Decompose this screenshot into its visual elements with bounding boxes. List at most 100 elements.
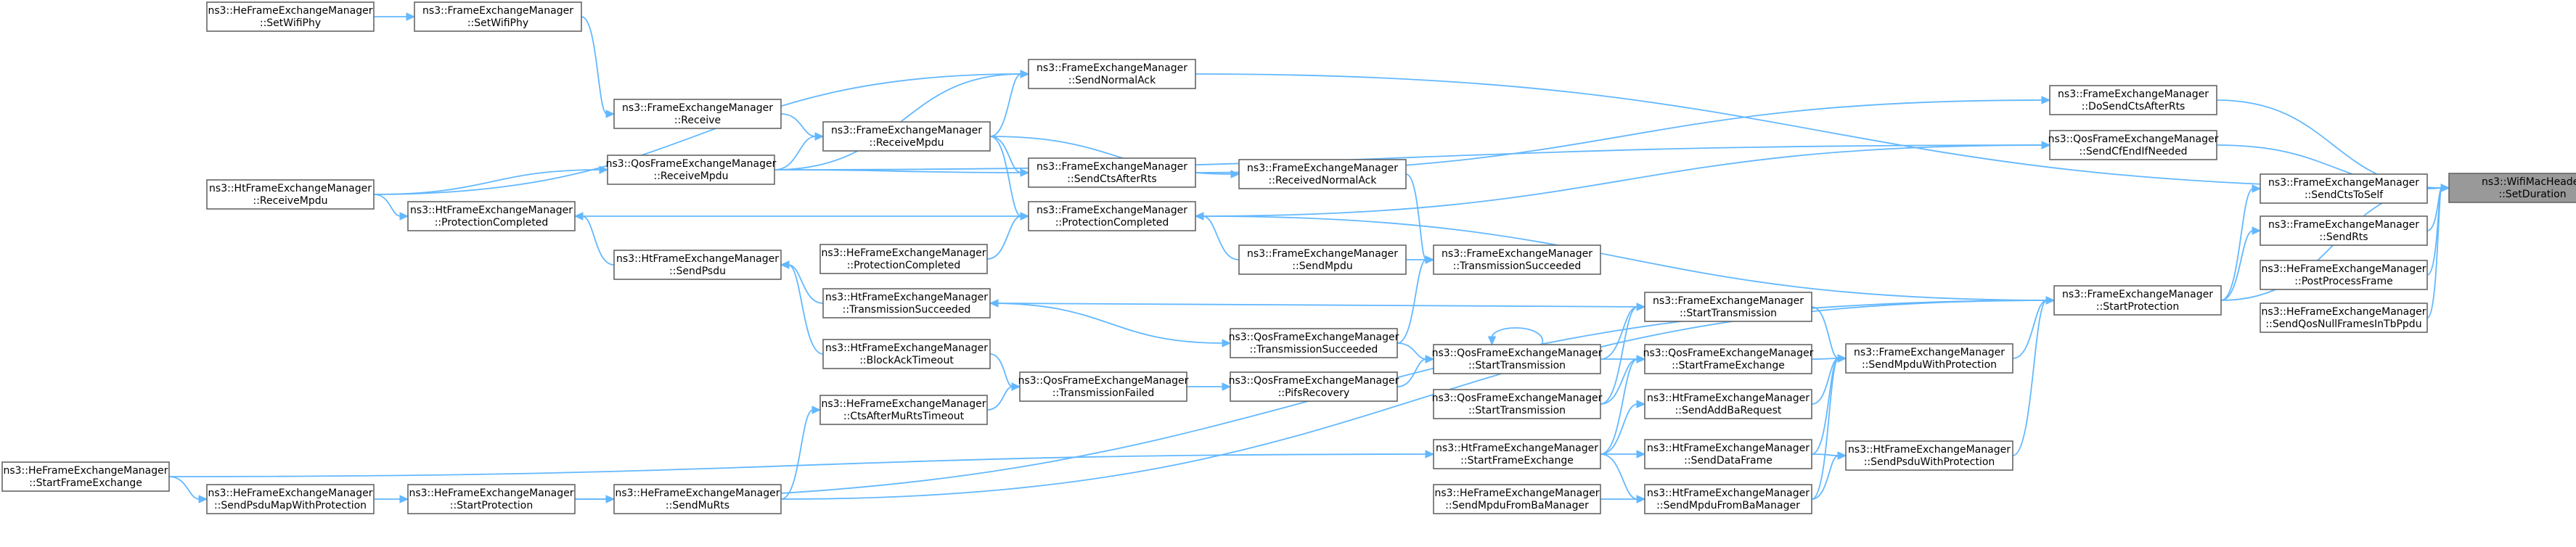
node-ht_blockacktimeout[interactable]: ns3::HtFrameExchangeManager::BlockAckTim… [822, 339, 991, 369]
node-label-line2: ::SetWifiPhy [260, 17, 321, 29]
node-box [613, 250, 782, 280]
node-qos_receivempdu[interactable]: ns3::QosFrameExchangeManager::ReceiveMpd… [606, 155, 777, 185]
node-ht_transmissionsucceeded[interactable]: ns3::HtFrameExchangeManager::Transmissio… [822, 288, 991, 318]
node-box [2053, 285, 2222, 316]
node-fem_receivempdu[interactable]: ns3::FrameExchangeManager::ReceiveMpdu [822, 121, 991, 152]
node-label-line2: ::PifsRecovery [1278, 387, 1350, 399]
call-edge-he_sendmpdufrombamanager-to-ht_sendmpdufrombamanager [1600, 495, 1646, 503]
node-label-line2: ::StartTransmission [1680, 308, 1777, 319]
node-box [1238, 159, 1407, 189]
node-box [1433, 244, 1601, 275]
node-label-line1: ns3::HeFrameExchangeManager [208, 488, 372, 499]
node-box [822, 288, 991, 318]
node-fem_starttransmission[interactable]: ns3::FrameExchangeManager::StartTransmis… [1644, 292, 1812, 322]
call-edge-he_sendpsdumapwithprotection-to-he_startprotection [373, 495, 409, 503]
node-he_sendqosnull[interactable]: ns3::HeFrameExchangeManager::SendQosNull… [2260, 303, 2428, 333]
node-label-line2: ::SendMpdu [1292, 260, 1352, 272]
node-qos_startframeexchange[interactable]: ns3::QosFrameExchangeManager::StartFrame… [1643, 344, 1814, 374]
node-he_startprotection[interactable]: ns3::HeFrameExchangeManager::StartProtec… [407, 484, 576, 514]
node-box [1644, 389, 1812, 419]
node-label-line1: ns3::QosFrameExchangeManager [606, 158, 777, 170]
node-fem_transmissionsucceeded[interactable]: ns3::FrameExchangeManager::TransmissionS… [1433, 244, 1601, 275]
call-edge-qos_transmissionsucceeded-to-fem_transmissionsucceeded [1397, 255, 1435, 344]
node-he_ctsaftermurtstimeout[interactable]: ns3::HeFrameExchangeManager::CtsAfterMuR… [819, 395, 988, 425]
node-he_sendpsdumapwithprotection[interactable]: ns3::HeFrameExchangeManager::SendPsduMap… [206, 484, 375, 514]
node-qos_sendcfendifneeded[interactable]: ns3::QosFrameExchangeManager::SendCfEndI… [2048, 130, 2219, 160]
node-startprotection[interactable]: ns3::FrameExchangeManager::StartProtecti… [2053, 285, 2222, 316]
node-qos_transmissionfailed[interactable]: ns3::QosFrameExchangeManager::Transmissi… [1018, 371, 1189, 402]
node-label-line1: ns3::HeFrameExchangeManager [821, 398, 986, 410]
node-label-line1: ns3::QosFrameExchangeManager [1229, 375, 1399, 387]
node-box [1845, 343, 2013, 374]
node-label-line2: ::SendMpduFromBaManager [1656, 500, 1800, 511]
node-he_startframeexchange_left[interactable]: ns3::HeFrameExchangeManager::StartFrameE… [1, 461, 170, 492]
node-fem_setwifiphy[interactable]: ns3::FrameExchangeManager::SetWifiPhy [414, 1, 582, 32]
node-ht_senddataframe[interactable]: ns3::HtFrameExchangeManager::SendDataFra… [1644, 439, 1812, 469]
node-sendmpduwithprotection[interactable]: ns3::FrameExchangeManager::SendMpduWithP… [1845, 343, 2013, 374]
node-box [1230, 371, 1398, 402]
node-ht_receivempdu[interactable]: ns3::HtFrameExchangeManager::ReceiveMpdu [206, 179, 375, 210]
node-label-line2: ::Receive [674, 115, 721, 126]
node-label-line1: ns3::FrameExchangeManager [1036, 205, 1187, 216]
node-ht_sendmpdufrombamanager[interactable]: ns3::HtFrameExchangeManager::SendMpduFro… [1644, 484, 1812, 514]
node-sendctsafterrts[interactable]: ns3::FrameExchangeManager::SendCtsAfterR… [1028, 157, 1196, 188]
node-label-line2: ::TransmissionSucceeded [843, 304, 971, 316]
node-label-line1: ns3::FrameExchangeManager [831, 125, 982, 136]
call-edge-ht_startframeexchange-to-ht_senddataframe [1600, 450, 1646, 458]
node-label-line2: ::PostProcessFrame [2294, 276, 2392, 287]
node-he_sendmpdufrombamanager[interactable]: ns3::HeFrameExchangeManager::SendMpduFro… [1433, 484, 1601, 514]
node-box [819, 395, 988, 425]
node-qos_starttransmission_a[interactable]: ns3::QosFrameExchangeManager::StartTrans… [1432, 344, 1603, 374]
node-label-line2: ::SendNormalAck [1068, 75, 1156, 86]
node-ht_sendpsdu[interactable]: ns3::HtFrameExchangeManager::SendPsdu [613, 250, 782, 280]
node-qos_starttransmission_b[interactable]: ns3::QosFrameExchangeManager::StartTrans… [1432, 389, 1603, 419]
call-edge-fem_receivempdu-to-protectioncompleted [989, 136, 1030, 221]
node-sendrts[interactable]: ns3::FrameExchangeManager::SendRts [2260, 215, 2428, 246]
node-qos_transmissionsucceeded[interactable]: ns3::QosFrameExchangeManager::Transmissi… [1229, 328, 1399, 358]
node-dosendctsafterrts[interactable]: ns3::FrameExchangeManager::DoSendCtsAfte… [2049, 85, 2217, 115]
node-label-line2: ::ReceivedNormalAck [1269, 175, 1378, 186]
node-sendctstoself[interactable]: ns3::FrameExchangeManager::SendCtsToSelf [2260, 173, 2428, 204]
call-graph-edges [168, 12, 2450, 503]
call-edge-qos_receivempdu-to-fem_receivempdu [774, 132, 825, 170]
call-edge-sendmpduwithprotection-to-startprotection [2012, 296, 2056, 359]
node-label-line1: ns3::HtFrameExchangeManager [616, 253, 779, 265]
node-label-line2: ::SendMpduFromBaManager [1445, 500, 1589, 511]
call-edge-fem_setwifiphy-to-fem_receive [581, 16, 616, 118]
node-he_postprocessframe[interactable]: ns3::HeFrameExchangeManager::PostProcess… [2260, 260, 2428, 290]
node-ht_protectioncompleted[interactable]: ns3::HtFrameExchangeManager::ProtectionC… [407, 201, 576, 231]
node-ht_sendpsduwithprotection[interactable]: ns3::HtFrameExchangeManager::SendPsduWit… [1845, 440, 2013, 471]
node-box [1433, 439, 1601, 469]
node-label-line1: ns3::HeFrameExchangeManager [2261, 306, 2426, 318]
node-he_sendmurts[interactable]: ns3::HeFrameExchangeManager::SendMuRts [613, 484, 782, 514]
node-label-line1: ns3::FrameExchangeManager [1653, 295, 1804, 307]
node-label-line2: ::SendPsduWithProtection [1864, 456, 1995, 468]
node-setduration[interactable]: ns3::WifiMacHeader::SetDuration [2448, 173, 2576, 203]
node-he_protectioncompleted[interactable]: ns3::HeFrameExchangeManager::ProtectionC… [819, 244, 988, 274]
node-label-line2: ::ReceiveMpdu [870, 137, 944, 149]
node-fem_sendmpdu[interactable]: ns3::FrameExchangeManager::SendMpdu [1238, 244, 1407, 275]
node-qos_pifsrecovery[interactable]: ns3::QosFrameExchangeManager::PifsRecove… [1229, 371, 1399, 402]
node-label-line2: ::BlockAckTimeout [859, 355, 954, 366]
call-edge-qos_starttransmission_b-to-fem_starttransmission [1600, 303, 1646, 405]
node-label-line2: ::TransmissionSucceeded [1453, 260, 1582, 272]
call-edge-qos_pifsrecovery-to-qos_starttransmission_a [1397, 355, 1435, 387]
call-edge-ht_receivempdu-to-qos_receivempdu [373, 165, 609, 195]
node-sendnormalack[interactable]: ns3::FrameExchangeManager::SendNormalAck [1028, 59, 1196, 89]
node-protectioncompleted[interactable]: ns3::FrameExchangeManager::ProtectionCom… [1028, 201, 1196, 231]
node-label-line2: ::StartTransmission [1468, 405, 1566, 416]
call-edge-he_ctsaftermurtstimeout-to-qos_transmissionfailed [986, 382, 1021, 411]
node-label-line2: ::SendMpduWithProtection [1862, 359, 1997, 371]
node-receivednormalack[interactable]: ns3::FrameExchangeManager::ReceivedNorma… [1238, 159, 1407, 189]
node-label-line2: ::ReceiveMpdu [654, 170, 729, 182]
call-edge-ht_receivempdu-to-sendnormalack [373, 70, 1030, 195]
node-box [1433, 389, 1601, 419]
node-label-line1: ns3::HtFrameExchangeManager [1436, 443, 1598, 454]
node-label-line1: ns3::FrameExchangeManager [2268, 219, 2419, 231]
node-fem_receive[interactable]: ns3::FrameExchangeManager::Receive [613, 99, 782, 129]
node-ht_sendaddbarequest[interactable]: ns3::HtFrameExchangeManager::SendAddBaRe… [1644, 389, 1812, 419]
node-ht_startframeexchange[interactable]: ns3::HtFrameExchangeManager::StartFrameE… [1433, 439, 1601, 469]
node-label-line2: ::SendRts [2319, 231, 2368, 243]
node-he_setwifiphy[interactable]: ns3::HeFrameExchangeManager::SetWifiPhy [206, 1, 375, 32]
node-label-line1: ns3::HeFrameExchangeManager [2261, 263, 2426, 275]
